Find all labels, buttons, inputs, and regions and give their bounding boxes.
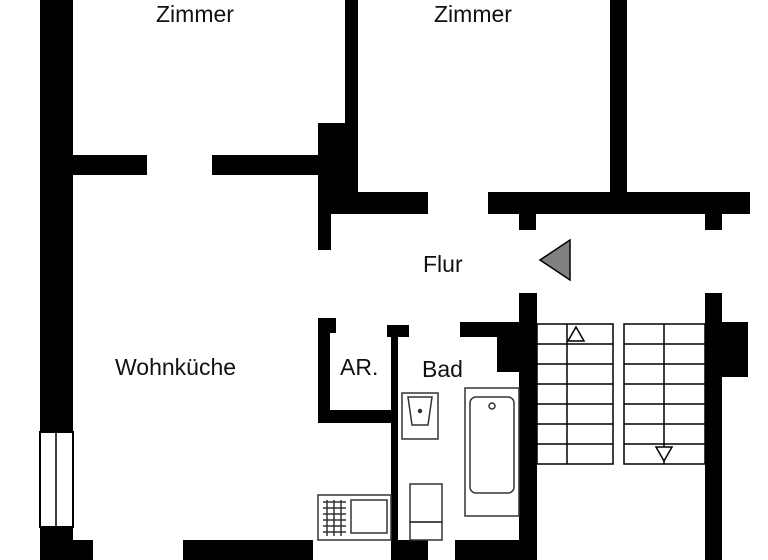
stairs-down-flight xyxy=(623,323,706,465)
bathtub xyxy=(464,387,520,517)
entrance-arrow-icon xyxy=(538,238,571,282)
room-label-bad: Bad xyxy=(422,356,463,382)
wall-zimmer-right-divider xyxy=(610,0,627,192)
room-label-abstellraum: AR. xyxy=(340,354,379,380)
wall-corner-block xyxy=(318,123,358,195)
wall-ar-bottom xyxy=(318,410,398,423)
kitchen-sink xyxy=(317,494,392,541)
wall-zimmer-left-bottom-b xyxy=(212,155,327,175)
wall-stair-right-block xyxy=(705,322,748,377)
wall-zimmer-left-bottom-a xyxy=(73,155,147,175)
wall-bottom-c xyxy=(398,540,428,560)
wall-zimmer-partition xyxy=(345,0,358,125)
wall-zimmer-right-bottom-b xyxy=(488,192,750,214)
room-label-zimmer-left: Zimmer xyxy=(156,1,234,27)
stair-arrow-up-icon xyxy=(566,325,586,342)
wall-ar-left-cap xyxy=(318,318,336,333)
toilet xyxy=(409,483,443,541)
wall-outer-left xyxy=(40,0,73,432)
wall-stub-right xyxy=(705,210,722,230)
wall-outer-left-lower xyxy=(40,527,73,560)
wall-bath-top xyxy=(460,322,537,337)
window-left xyxy=(39,431,74,528)
room-label-flur: Flur xyxy=(423,251,463,277)
room-label-zimmer-right: Zimmer xyxy=(434,1,512,27)
wall-zimmer-right-bottom-a xyxy=(331,192,428,214)
washbasin xyxy=(401,392,439,440)
wall-bottom-a xyxy=(73,540,93,560)
wall-bottom-d xyxy=(455,540,537,560)
walls xyxy=(40,0,750,560)
wall-bad-cap xyxy=(387,325,409,337)
wall-ar-bad-partition xyxy=(391,325,398,560)
wall-ar-left xyxy=(318,318,330,423)
stair-arrow-down-icon xyxy=(654,446,674,463)
wall-stub-left xyxy=(519,210,536,230)
room-label-wohnkueche: Wohnküche xyxy=(115,354,237,380)
stairs-up-flight xyxy=(536,323,614,465)
wall-bottom-b xyxy=(183,540,313,560)
wall-corner-drop xyxy=(318,192,331,250)
